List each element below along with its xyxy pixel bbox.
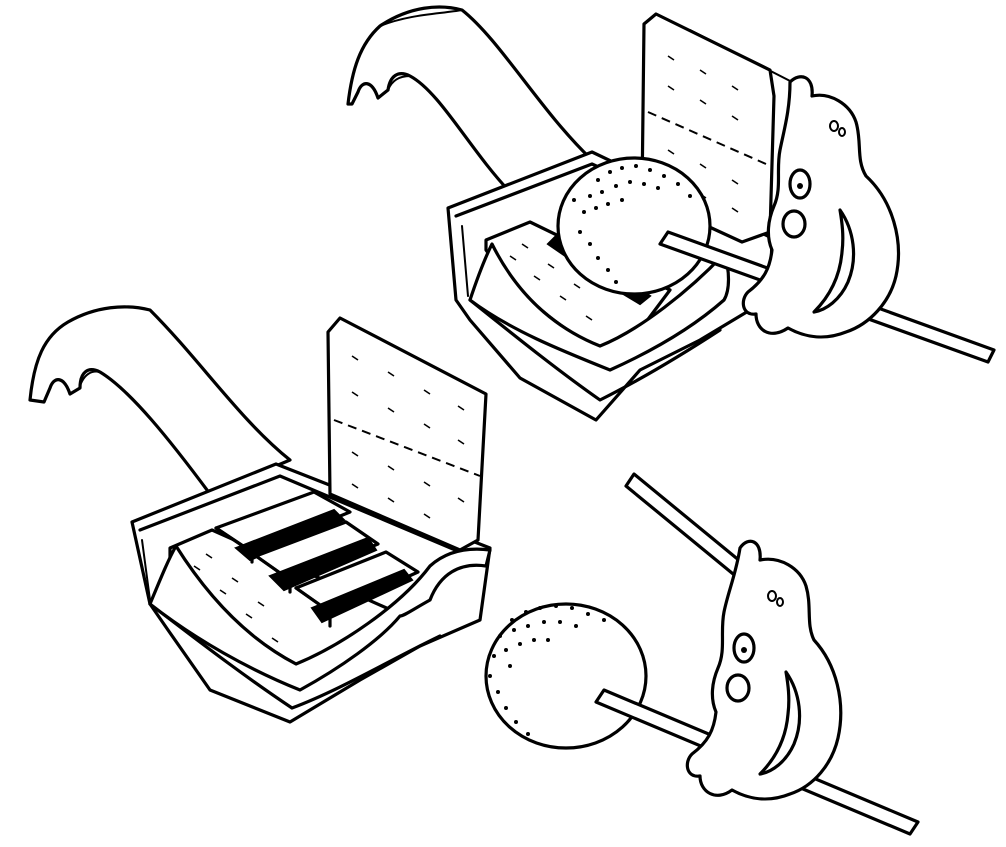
marshmallow-ball-top <box>556 156 712 296</box>
tray-with-three-bars <box>28 305 492 724</box>
fuzzy-ball-on-mascot-stick <box>484 472 920 836</box>
chocolate-bar-3 <box>294 550 420 628</box>
marshmallow-speckles-top <box>572 164 692 284</box>
stick-upper <box>624 472 748 580</box>
cracker-panel-left <box>326 316 488 552</box>
tray-handle-left <box>28 305 292 496</box>
marshmallow-speckles-bottom <box>488 604 606 736</box>
tray-with-fuzzy-ball-and-mascot-stick <box>346 5 996 422</box>
mascot-head-bottom <box>685 539 843 801</box>
tray-front-lip-left <box>148 544 492 692</box>
chocolate-bar-2 <box>254 520 380 594</box>
mascot-head-top <box>741 75 901 339</box>
tray-handle-top <box>346 5 592 194</box>
marshmallow-ball-bottom <box>484 602 648 750</box>
chocolate-bar-1 <box>214 490 352 564</box>
